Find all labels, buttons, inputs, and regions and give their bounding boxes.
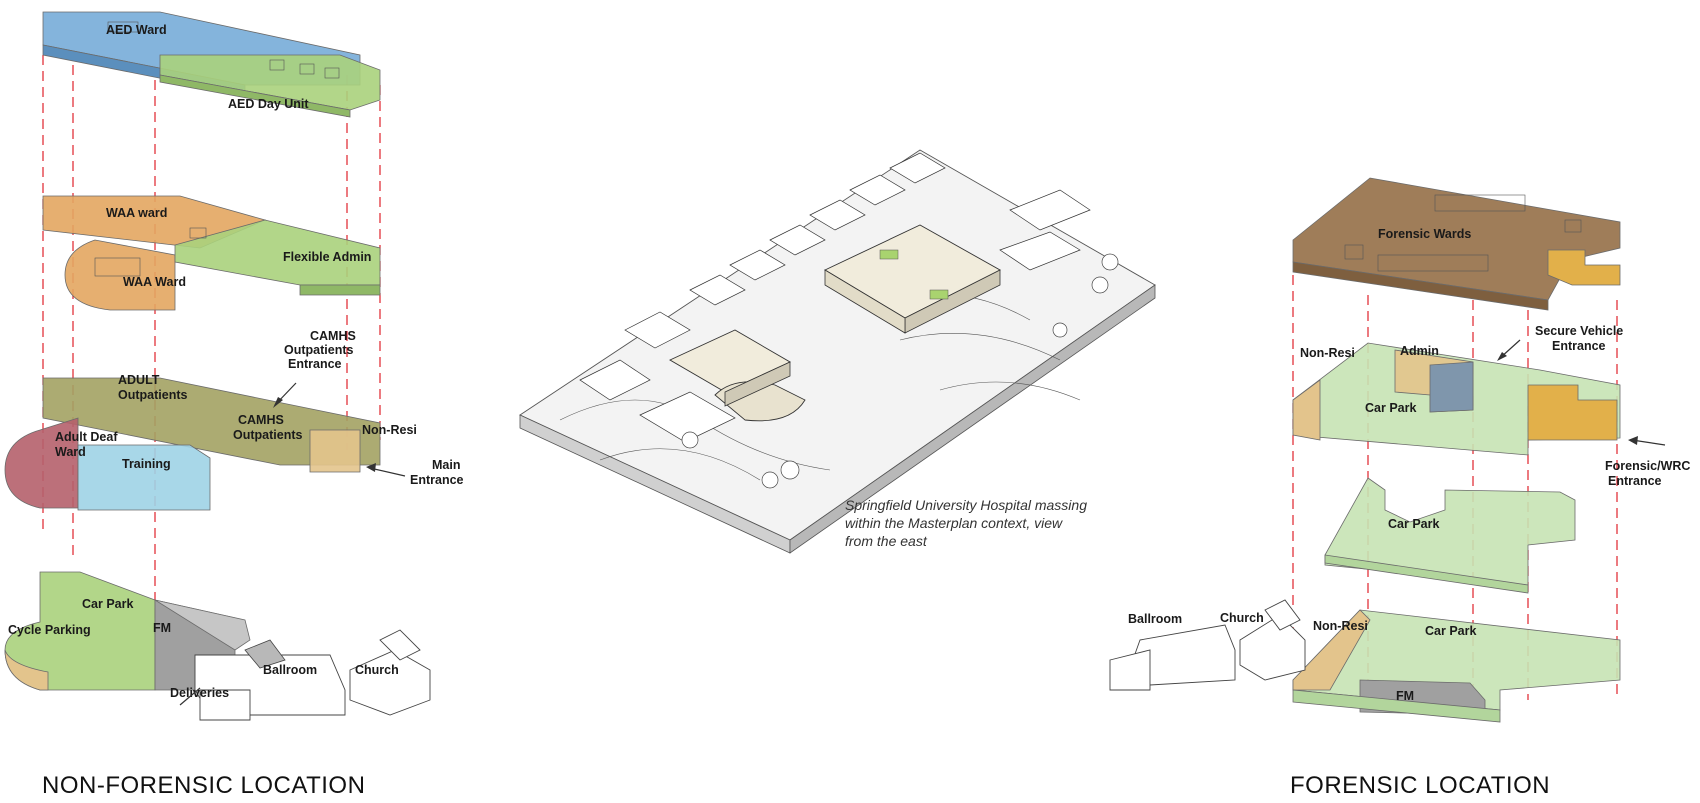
adult-deaf-ward-line2: Ward	[55, 445, 86, 459]
secure-vehicle-line1: Secure Vehicle	[1535, 324, 1623, 338]
aed-day-unit-label: AED Day Unit	[228, 97, 309, 111]
fm-label: FM	[1396, 689, 1414, 703]
forensic-wrc-line2: Entrance	[1608, 474, 1662, 488]
non-forensic-title: NON-FORENSIC LOCATION	[42, 772, 365, 799]
camhs-outpatients-line2: Outpatients	[233, 428, 302, 442]
caption-line-1: Springfield University Hospital massing	[845, 497, 1087, 513]
masterplan-massing: Springfield University Hospital massing …	[519, 149, 1156, 554]
main-entrance-arrowhead-icon	[366, 463, 376, 472]
camhs-entrance-line2: Outpatients	[284, 343, 353, 357]
forensic-ground: Ballroom Church Non-Resi Car Park FM	[1109, 599, 1621, 723]
cycle-parking-label: Cycle Parking	[8, 623, 91, 637]
flexible-admin-label: Flexible Admin	[283, 250, 371, 264]
admin-label: Admin	[1400, 344, 1439, 358]
church-label: Church	[355, 663, 399, 677]
forensic-stack: Forensic Wards Non-Resi Admin Secure Veh…	[1109, 177, 1690, 799]
waa-ward-label: WAA Ward	[123, 275, 186, 289]
car-park-ground-label: Car Park	[1425, 624, 1476, 638]
car-park-label: Car Park	[82, 597, 133, 611]
camhs-outpatients-line1: CAMHS	[238, 413, 284, 427]
aed-ward-label: AED Ward	[106, 23, 167, 37]
main-entrance-line2: Entrance	[410, 473, 464, 487]
waa-ward-top-label: WAA ward	[106, 206, 167, 220]
floor-1-plate: ADULT Outpatients CAMHS Outpatients Entr…	[4, 329, 464, 511]
adult-deaf-ward-line1: Adult Deaf	[55, 430, 118, 444]
forensic-level-2: Car Park	[1324, 477, 1576, 594]
camhs-entrance-line3: Entrance	[288, 357, 342, 371]
forensic-wards-block: Forensic Wards	[1292, 177, 1621, 311]
car-park-label: Car Park	[1388, 517, 1439, 531]
forensic-wrc-arrow	[1631, 439, 1666, 446]
forensic-title: FORENSIC LOCATION	[1290, 772, 1550, 799]
camhs-entrance-line1: CAMHS	[310, 329, 356, 343]
non-resi-ground-label: Non-Resi	[1313, 619, 1368, 633]
ballroom-label: Ballroom	[263, 663, 317, 677]
floor-2-plate: WAA ward Flexible Admin WAA Ward	[42, 195, 381, 311]
camhs-arrowhead-icon	[273, 397, 283, 408]
main-entrance-arrow	[369, 467, 406, 477]
adult-outpatients-line2: Outpatients	[118, 388, 187, 402]
ground-plate: Car Park Cycle Parking FM Ballroom Churc…	[4, 571, 431, 721]
car-park-label: Car Park	[1365, 401, 1416, 415]
training-label: Training	[122, 457, 171, 471]
fm-label: FM	[153, 621, 171, 635]
forensic-level-1: Non-Resi Admin Secure Vehicle Entrance C…	[1292, 324, 1690, 488]
non-resi-label: Non-Resi	[362, 423, 417, 437]
caption-line-2: within the Masterplan context, view	[845, 515, 1063, 531]
secure-vehicle-line2: Entrance	[1552, 339, 1606, 353]
forensic-wrc-arrowhead-icon	[1628, 436, 1638, 445]
floor-3-plate: AED Ward AED Day Unit	[42, 11, 381, 118]
ballroom-label: Ballroom	[1128, 612, 1182, 626]
church-label: Church	[1220, 611, 1264, 625]
main-entrance-line1: Main	[432, 458, 460, 472]
non-resi-label: Non-Resi	[1300, 346, 1355, 360]
deliveries-label: Deliveries	[170, 686, 229, 700]
adult-outpatients-line1: ADULT	[118, 373, 160, 387]
non-forensic-stack: AED Ward AED Day Unit WAA ward Flexible …	[4, 11, 464, 799]
secure-vehicle-arrowhead-icon	[1497, 352, 1507, 361]
deliveries-arrow	[179, 687, 201, 706]
caption-line-3: from the east	[845, 533, 928, 549]
forensic-wrc-line1: Forensic/WRC	[1605, 459, 1690, 473]
forensic-wards-label: Forensic Wards	[1378, 227, 1471, 241]
